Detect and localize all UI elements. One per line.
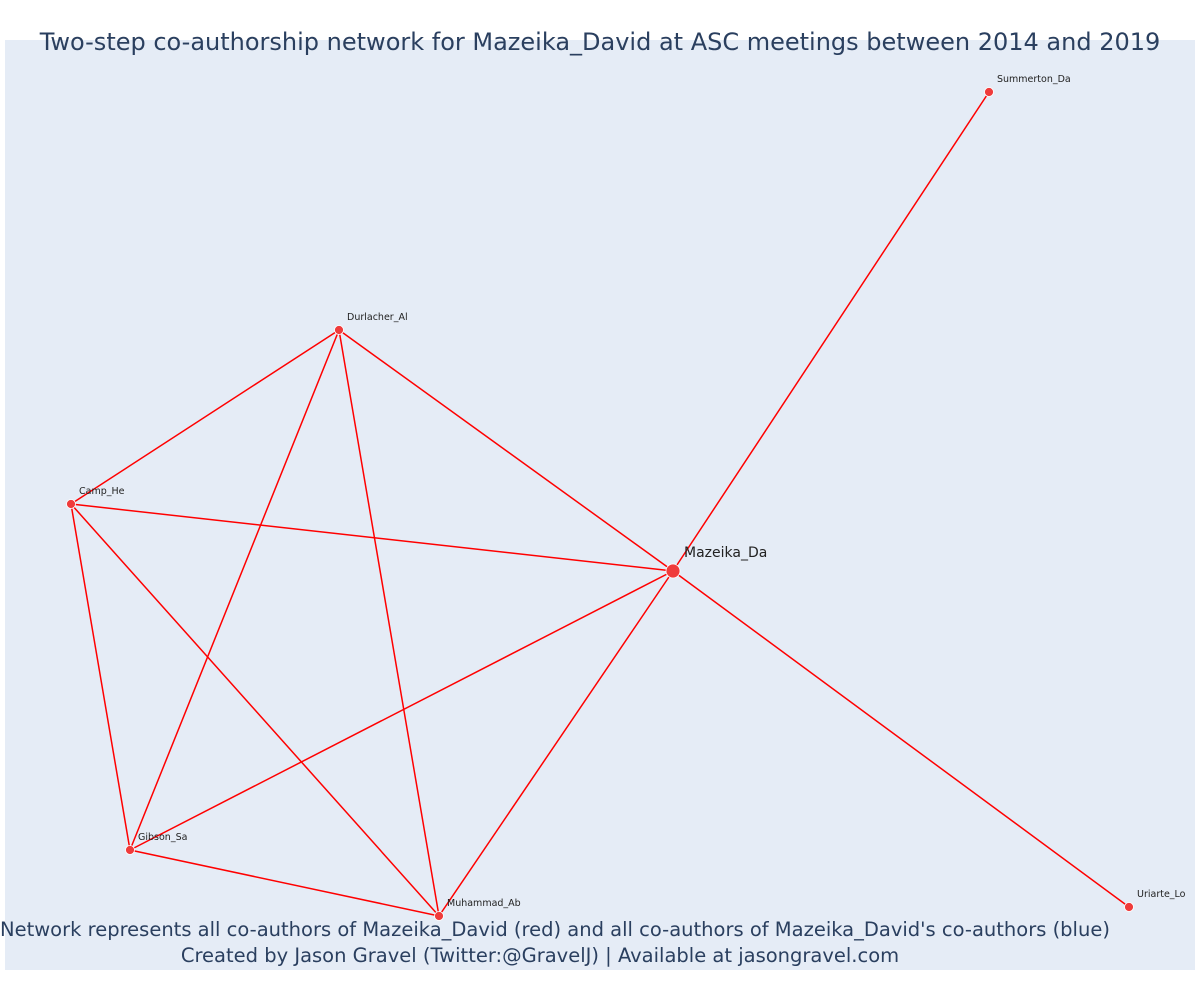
caption-line-1: Network represents all co-authors of Maz… [0, 918, 1110, 941]
edge-mazeika-da-camp-he [70, 503, 674, 572]
node-muhammad-ab[interactable] [434, 911, 444, 921]
labels-layer: Mazeika_Da Summerton_DaDurlacher_AlCamp_H… [79, 74, 1186, 909]
edge-mazeika-da-muhammad-ab [438, 570, 674, 917]
node-mazeika-da[interactable] [665, 563, 681, 579]
nodes-layer [66, 87, 1134, 921]
node-label-durlacher-al: Durlacher_Al [347, 312, 408, 323]
edge-gibson-sa-muhammad-ab [129, 849, 440, 917]
node-label-muhammad-ab: Muhammad_Ab [447, 898, 521, 909]
edge-camp-he-gibson-sa [70, 503, 131, 851]
node-label-camp-he: Camp_He [79, 486, 125, 497]
chart-caption: Network represents all co-authors of Maz… [0, 917, 1110, 969]
caption-line-2: Created by Jason Gravel (Twitter:@Gravel… [180, 944, 900, 967]
plot-area [5, 40, 1195, 970]
edge-mazeika-da-summerton-da [672, 91, 990, 572]
edge-mazeika-da-gibson-sa [129, 570, 674, 851]
node-uriarte-lo[interactable] [1124, 902, 1134, 912]
edge-durlacher-al-camp-he [70, 329, 340, 505]
edge-mazeika-da-uriarte-lo [672, 570, 1130, 908]
node-label-summerton-da: Summerton_Da [997, 74, 1071, 85]
node-gibson-sa[interactable] [125, 845, 135, 855]
node-camp-he[interactable] [66, 499, 76, 509]
edge-mazeika-da-durlacher-al [338, 329, 674, 572]
edge-durlacher-al-gibson-sa [129, 329, 340, 851]
edge-durlacher-al-muhammad-ab [338, 329, 440, 917]
chart-title: Two-step co-authorship network for Mazei… [39, 28, 1161, 56]
node-durlacher-al[interactable] [334, 325, 344, 335]
node-label-mazeika-da: Mazeika_Da [684, 545, 767, 561]
node-summerton-da[interactable] [984, 87, 994, 97]
node-label-uriarte-lo: Uriarte_Lo [1137, 889, 1186, 900]
edge-camp-he-muhammad-ab [70, 503, 440, 917]
node-label-gibson-sa: Gibson_Sa [138, 832, 187, 843]
edges-layer [70, 91, 1130, 917]
